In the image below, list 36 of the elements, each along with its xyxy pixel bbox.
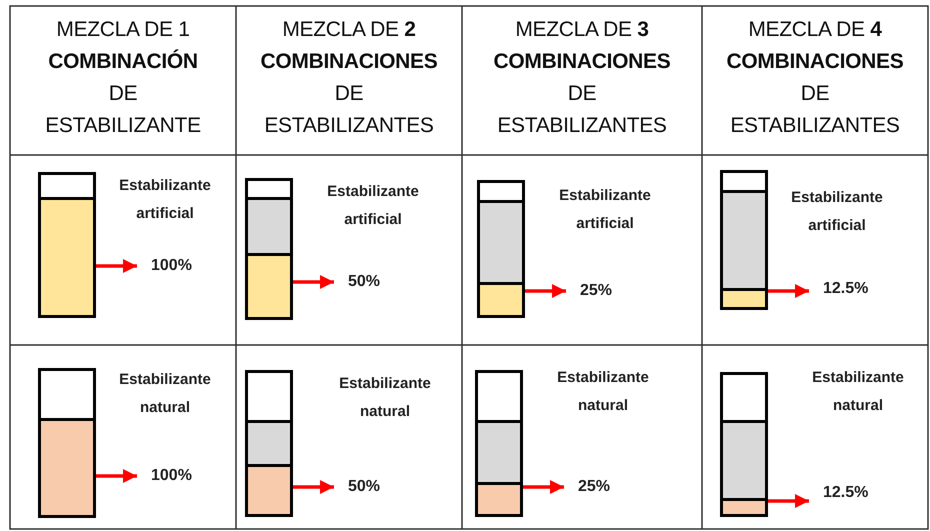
stabilizer-label: Estabilizante natural xyxy=(556,368,650,416)
header-cell-text: MEZCLA DE 2 COMBINACIONES DE ESTABILIZANTES xyxy=(260,17,438,139)
header-cell-text: MEZCLA DE 1 COMBINACIÓN DE ESTABILIZANTE xyxy=(44,17,202,139)
stabilizer-label: Estabilizante artificial xyxy=(118,176,212,224)
fill-level-bar xyxy=(720,498,768,517)
percentage-text: 12.5% xyxy=(823,279,868,299)
percentage-text: 100% xyxy=(151,256,192,276)
percentage-text: 12.5% xyxy=(823,483,868,503)
stabilizer-label: Estabilizante natural xyxy=(338,374,432,422)
fill-level-bar xyxy=(720,288,768,310)
arrow xyxy=(523,480,564,494)
header-cell-text: MEZCLA DE 3 COMBINACIONES DE ESTABILIZANTES xyxy=(492,17,672,139)
fill-level-bar xyxy=(245,253,293,320)
percentage-text: 25% xyxy=(580,281,612,301)
fill-level-bar xyxy=(245,464,293,517)
arrow xyxy=(96,259,137,273)
percentage-text: 100% xyxy=(151,466,192,486)
header-cell-text: MEZCLA DE 4 COMBINACIONES DE ESTABILIZANTES xyxy=(726,17,904,139)
stabilizer-label: Estabilizante artificial xyxy=(326,182,420,230)
fill-level-bar xyxy=(38,197,96,318)
stabilizer-label: Estabilizante natural xyxy=(118,370,212,418)
percentage-text: 50% xyxy=(348,272,380,292)
fill-level-bar xyxy=(475,482,523,517)
stabilizer-label: Estabilizante artificial xyxy=(790,188,884,236)
percentage-text: 25% xyxy=(578,477,610,497)
arrow xyxy=(293,480,334,494)
arrow xyxy=(293,275,334,289)
arrow xyxy=(768,494,809,508)
arrow xyxy=(525,284,566,298)
arrow xyxy=(768,284,809,298)
fill-level-bar xyxy=(38,418,96,518)
percentage-text: 50% xyxy=(348,477,380,497)
fill-level-bar xyxy=(477,282,525,318)
stabilizer-label: Estabilizante natural xyxy=(811,368,905,416)
stabilizer-label: Estabilizante artificial xyxy=(558,186,652,234)
arrow xyxy=(96,469,137,483)
